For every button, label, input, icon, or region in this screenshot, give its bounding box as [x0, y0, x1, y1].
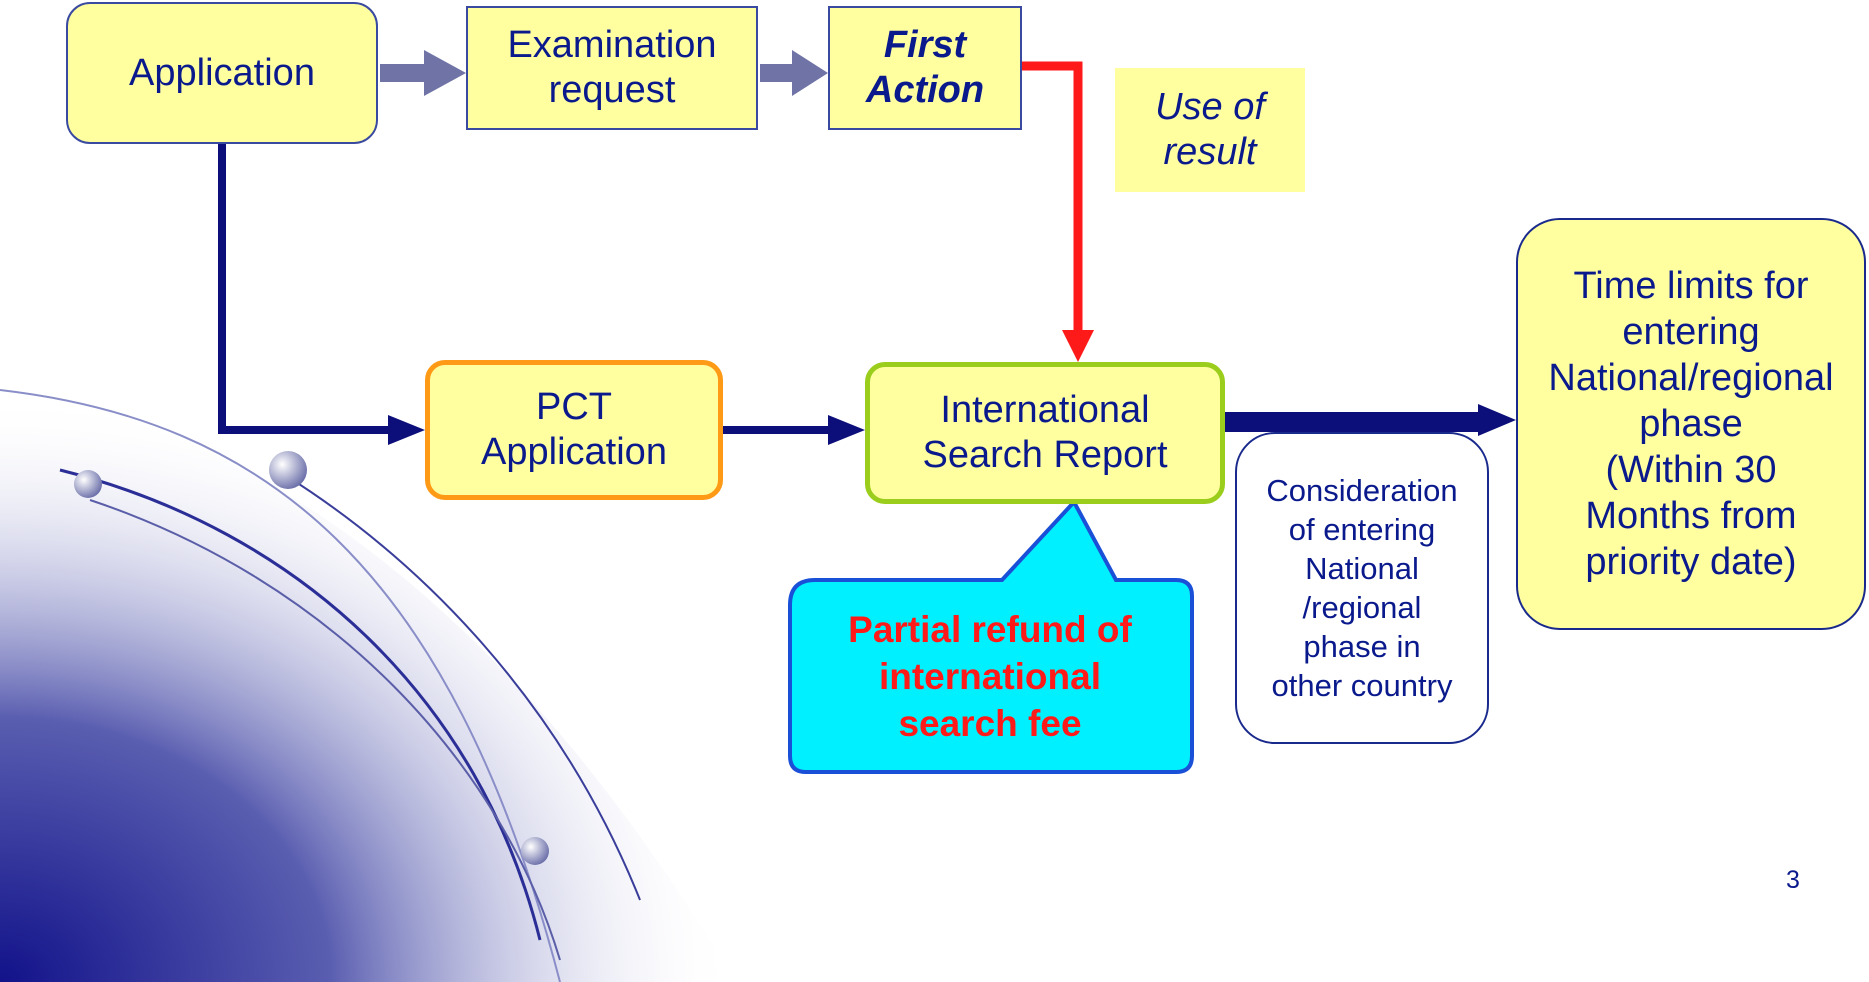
orbit-line-3 [89, 499, 561, 961]
arrow-first-action-to-isr [1022, 61, 1094, 362]
orbit-line-4 [284, 474, 641, 901]
orbit-line-1 [0, 389, 561, 982]
orbit-ball-2 [269, 451, 307, 489]
orbit-ball-1 [74, 470, 102, 498]
callout-partial-refund: Partial refund of international search f… [848, 608, 1132, 744]
globe-shape [0, 395, 735, 982]
arrow-exam-to-first-action [760, 50, 828, 96]
page-number: 3 [1786, 866, 1800, 894]
node-consideration-other-country: Consideration of entering National /regi… [1235, 432, 1489, 744]
arrow-isr-to-time-limits [1225, 404, 1516, 436]
node-first-action: First Action [828, 6, 1022, 130]
arrow-application-to-exam [380, 50, 466, 96]
arrow-pct-to-isr [723, 415, 865, 445]
orbit-ball-3 [521, 837, 549, 865]
node-examination-request: Examination request [466, 6, 758, 130]
callout-bubble [788, 498, 1194, 774]
label-use-of-result: Use of result [1115, 68, 1305, 192]
node-pct-application: PCT Application [425, 360, 723, 500]
node-time-limits: Time limits for entering National/region… [1516, 218, 1866, 630]
node-international-search-report: International Search Report [865, 362, 1225, 504]
node-application: Application [66, 2, 378, 144]
arrow-application-to-pct [218, 144, 425, 445]
orbit-line-2 [59, 468, 542, 941]
